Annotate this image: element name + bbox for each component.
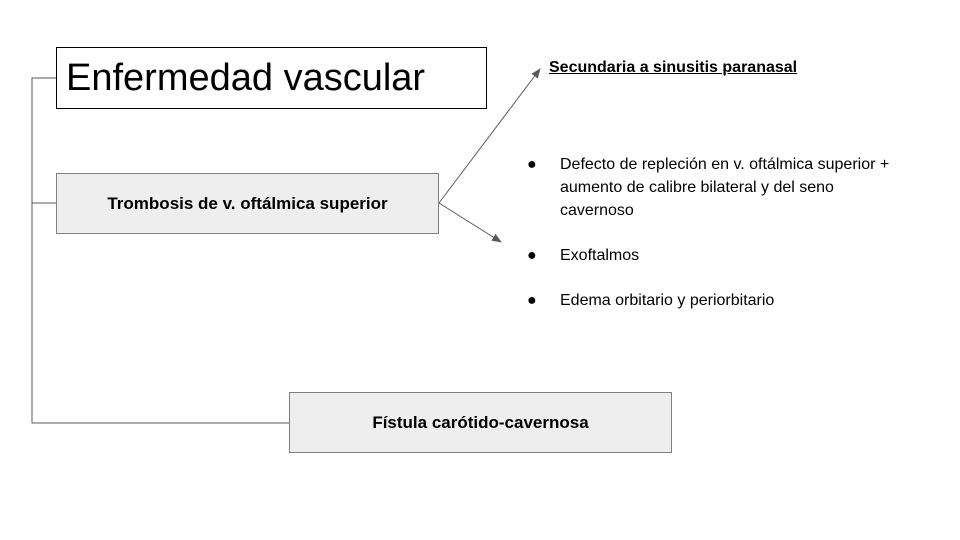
node-fistula: Fístula carótido-cavernosa (289, 392, 672, 453)
finding-item: ● Defecto de repleción en v. oftálmica s… (527, 153, 907, 222)
findings-list: ● Defecto de repleción en v. oftálmica s… (527, 153, 907, 334)
bullet-icon: ● (527, 292, 537, 309)
finding-text: Defecto de repleción en v. oftálmica sup… (560, 156, 890, 219)
node-fistula-label: Fístula carótido-cavernosa (372, 412, 589, 432)
arrow-to-secundaria (438, 68, 541, 204)
tree-spine-line (31, 77, 289, 424)
diagram-title: Enfermedad vascular (56, 47, 487, 109)
finding-item: ● Exoftalmos (527, 244, 907, 267)
bullet-icon: ● (527, 156, 537, 173)
node-trombosis: Trombosis de v. oftálmica superior (56, 173, 439, 234)
diagram-title-text: Enfermedad vascular (66, 56, 426, 99)
branch-label-secundaria: Secundaria a sinusitis paranasal (549, 59, 798, 76)
finding-item: ● Edema orbitario y periorbitario (527, 289, 907, 312)
finding-text: Edema orbitario y periorbitario (560, 292, 775, 309)
arrow-to-findings (438, 202, 502, 243)
finding-text: Exoftalmos (560, 247, 640, 264)
node-trombosis-label: Trombosis de v. oftálmica superior (107, 193, 388, 213)
bullet-icon: ● (527, 247, 537, 264)
